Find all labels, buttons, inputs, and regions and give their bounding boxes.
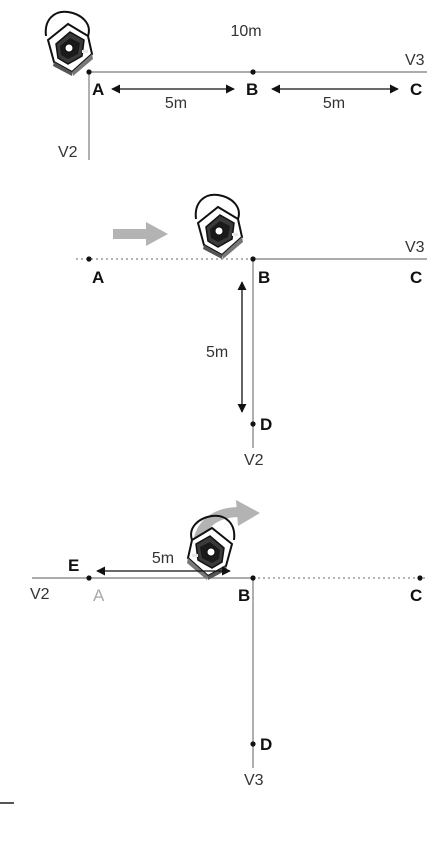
panel3-point-d-dot xyxy=(250,741,256,747)
panel3-point-e-label: E xyxy=(68,556,79,575)
panel-3: E A B C D 5m V2 V3 xyxy=(30,500,427,789)
panel1-total-distance-label: 10m xyxy=(230,23,261,40)
panel1-dim-bc-label: 5m xyxy=(323,95,345,112)
panel1-dim-ab-label: 5m xyxy=(165,95,187,112)
panel3-point-e-dot xyxy=(86,575,92,581)
panel3-v2-label: V2 xyxy=(30,586,50,603)
panel2-point-b-label: B xyxy=(258,268,270,287)
panel3-dim-ea-label: 5m xyxy=(152,550,174,567)
panel3-point-d-label: D xyxy=(260,735,272,754)
panel2-point-a-dot xyxy=(86,256,92,262)
panel2-dim-bd-label: 5m xyxy=(206,344,228,361)
panel3-point-a-label: A xyxy=(93,586,105,605)
panel3-point-c-dot xyxy=(417,575,423,581)
panel2-point-c-label: C xyxy=(410,268,422,287)
panel-2: A B C D 5m V3 V2 xyxy=(76,193,427,469)
panel2-point-b-dot xyxy=(250,256,256,262)
panel3-point-c-label: C xyxy=(410,586,422,605)
panel1-device-icon xyxy=(44,10,94,78)
panel1-point-b-dot xyxy=(250,69,256,75)
panel3-point-b-dot xyxy=(250,575,256,581)
panel1-point-c-label: C xyxy=(410,80,422,99)
panel1-point-b-label: B xyxy=(246,80,258,99)
panel2-point-d-label: D xyxy=(260,415,272,434)
panel2-point-d-dot xyxy=(250,421,256,427)
panel3-v3-label: V3 xyxy=(244,772,264,789)
panel2-v2-label: V2 xyxy=(244,452,264,469)
panel2-point-a-label: A xyxy=(92,268,104,287)
panel1-v3-label: V3 xyxy=(405,52,425,69)
right-arrow-icon xyxy=(113,229,148,239)
panel2-device-icon xyxy=(194,193,244,260)
panel2-v3-label: V3 xyxy=(405,239,425,256)
panel2-move-arrow xyxy=(113,222,168,246)
panel-1: 10m A B C 5m 5m V3 V2 xyxy=(44,10,427,161)
panel1-point-a-dot xyxy=(86,69,92,75)
panel3-point-b-label: B xyxy=(238,586,250,605)
panel1-v2-label: V2 xyxy=(58,144,78,161)
panel1-point-a-label: A xyxy=(92,80,104,99)
